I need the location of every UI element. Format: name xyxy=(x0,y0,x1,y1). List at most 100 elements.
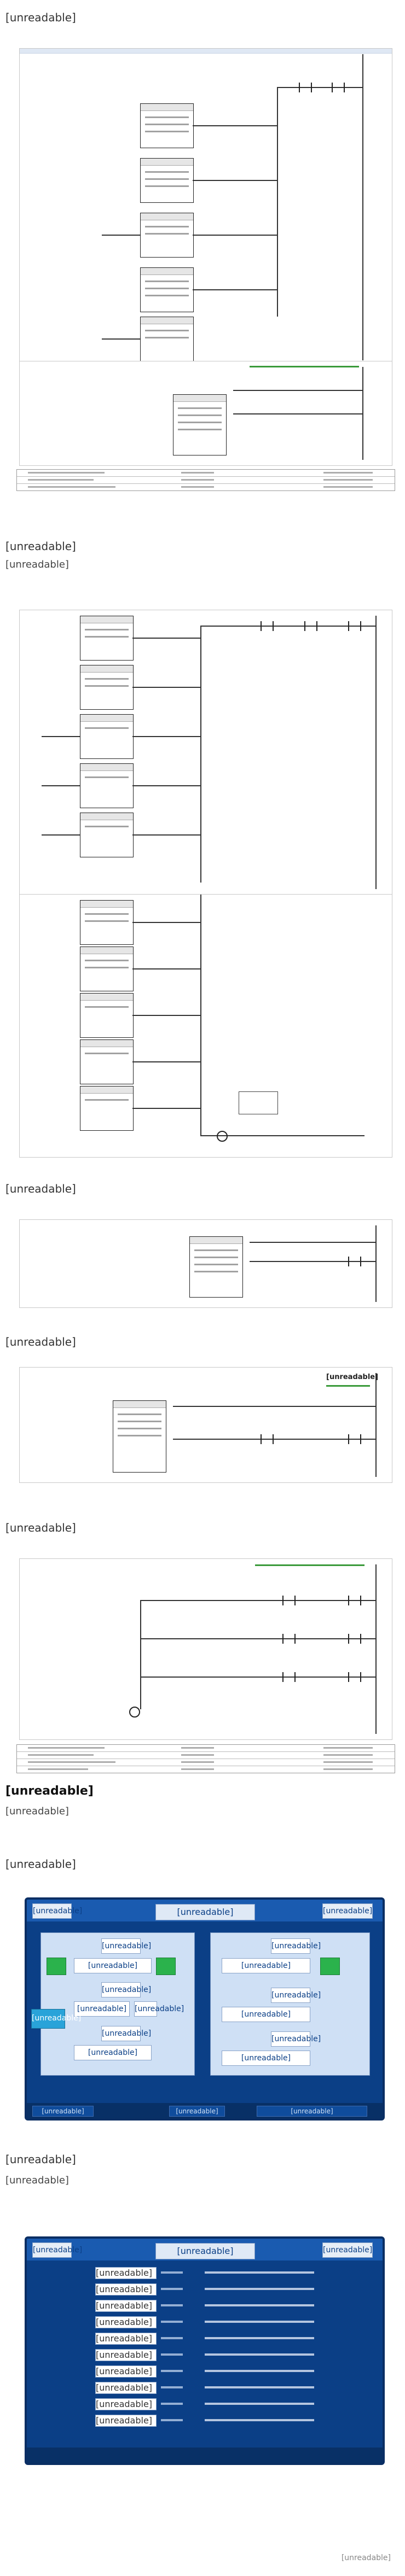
hmi-status-cell: [unreadable] xyxy=(32,2106,94,2117)
param-value[interactable]: [unreadable] xyxy=(95,2333,157,2345)
coil-symbol xyxy=(129,1707,140,1718)
hmi-label: [unreadable] xyxy=(271,1938,321,1954)
hmi-nav-button-right[interactable]: [unreadable] xyxy=(322,2242,373,2258)
hmi-blue-button[interactable]: [unreadable] xyxy=(31,2009,81,2029)
ladder-wire xyxy=(140,1600,141,1709)
ladder-wire xyxy=(132,968,200,969)
hmi-value[interactable]: [unreadable] xyxy=(74,2045,152,2060)
contact-symbol xyxy=(261,1434,274,1444)
power-rail xyxy=(375,616,377,889)
ladder-wire xyxy=(140,1638,375,1639)
ladder-wire xyxy=(193,125,277,126)
hmi-value[interactable]: [unreadable] xyxy=(222,1958,310,1973)
network-comment xyxy=(326,1385,370,1387)
ladder-diagram-select-process xyxy=(19,48,392,366)
ladder-wire xyxy=(200,626,375,627)
hmi-right-panel: [unreadable] [unreadable] [unreadable] [… xyxy=(210,1932,370,2076)
param-value[interactable]: [unreadable] xyxy=(95,2382,157,2394)
contact-symbol xyxy=(304,621,317,631)
param-value[interactable]: [unreadable] xyxy=(95,2300,157,2312)
param-value[interactable]: [unreadable] xyxy=(95,2267,157,2279)
hmi-nav-button-right[interactable]: [unreadable] xyxy=(322,1903,373,1919)
param-value[interactable]: [unreadable] xyxy=(95,2349,157,2361)
move-block xyxy=(80,900,134,945)
ladder-wire xyxy=(200,1135,364,1136)
param-row: [unreadable] xyxy=(40,2348,369,2361)
param-value[interactable]: [unreadable] xyxy=(95,2316,157,2328)
move-block xyxy=(173,394,227,455)
contact-symbol xyxy=(282,1596,296,1605)
hmi-value[interactable]: [unreadable] xyxy=(222,2007,310,2022)
param-label xyxy=(205,2271,314,2274)
hmi-left-panel: [unreadable] [unreadable] [unreadable] [… xyxy=(40,1932,195,2076)
contact-symbol xyxy=(261,621,274,631)
hmi-value[interactable]: [unreadable] xyxy=(74,2001,130,2017)
contact-symbol xyxy=(348,1257,361,1266)
ladder-wire xyxy=(102,235,140,236)
watermark: [unreadable] xyxy=(341,2554,391,2562)
hmi-auto-screen: [unreadable] [unreadable] [unreadable] [… xyxy=(25,1897,385,2121)
contact-symbol xyxy=(348,1434,361,1444)
ladder-wire xyxy=(277,87,278,317)
move-block xyxy=(80,947,134,991)
ladder-wire xyxy=(132,834,200,836)
move-block xyxy=(80,665,134,710)
ladder-wire xyxy=(250,1242,375,1243)
heading-auto-screen: [unreadable] xyxy=(5,1857,76,1871)
hmi-green-button[interactable] xyxy=(320,1958,340,1975)
param-value[interactable]: [unreadable] xyxy=(95,2415,157,2427)
ladder-diagram-return-origin: [unreadable] xyxy=(19,1367,392,1483)
ladder-wire xyxy=(132,1061,200,1062)
hmi-green-button[interactable] xyxy=(156,1958,176,1975)
contact-symbol xyxy=(348,1672,361,1682)
hmi-label: [unreadable] xyxy=(101,1982,151,1997)
hmi-value[interactable]: [unreadable] xyxy=(222,2051,310,2066)
ladder-wire xyxy=(102,338,140,340)
param-note: [unreadable] xyxy=(5,2175,69,2186)
hmi-screen-title: [unreadable] xyxy=(155,2243,255,2259)
ladder-wire xyxy=(233,390,362,391)
power-rail xyxy=(362,54,363,360)
hmi-status-cell: [unreadable] xyxy=(169,2106,225,2117)
ladder-title-bar xyxy=(20,49,392,54)
ladder-wire xyxy=(193,289,277,290)
hmi-value[interactable]: [unreadable] xyxy=(74,1958,152,1973)
heading-return-to-origin: [unreadable] xyxy=(5,1335,76,1348)
heading-discharge: [unreadable] xyxy=(5,540,76,553)
hmi-note: [unreadable] xyxy=(5,1806,69,1817)
power-rail xyxy=(375,1373,377,1477)
coil-symbol xyxy=(217,1131,228,1142)
move-block xyxy=(80,1086,134,1131)
heading-check-needle: [unreadable] xyxy=(5,1521,76,1534)
heading-section-four: [unreadable] xyxy=(5,1784,94,1798)
ladder-diagram-check-needle xyxy=(19,1558,392,1740)
param-row: [unreadable] xyxy=(40,2299,369,2312)
ladder-wire xyxy=(200,626,201,883)
ladder-wire xyxy=(42,785,80,786)
ladder-wire xyxy=(140,1677,375,1678)
ladder-wire xyxy=(132,922,200,923)
ladder-wire xyxy=(42,834,80,836)
ladder-wire xyxy=(132,638,200,639)
param-row: [unreadable] xyxy=(40,2332,369,2345)
hmi-nav-button-left[interactable]: [unreadable] xyxy=(32,2242,82,2258)
param-value[interactable]: [unreadable] xyxy=(95,2365,157,2378)
param-row: [unreadable] xyxy=(40,2315,369,2328)
ladder-diagram-discharge-cont xyxy=(19,894,392,1158)
ladder-wire xyxy=(132,1015,200,1016)
move-block xyxy=(80,993,134,1038)
param-value[interactable]: [unreadable] xyxy=(95,2283,157,2295)
hmi-label: [unreadable] xyxy=(271,2031,321,2047)
hmi-nav-button-left[interactable]: [unreadable] xyxy=(32,1903,82,1919)
contact-symbol xyxy=(299,83,312,92)
param-row: [unreadable] xyxy=(40,2397,369,2410)
param-value[interactable]: [unreadable] xyxy=(95,2398,157,2410)
param-row: [unreadable] xyxy=(40,2282,369,2295)
hmi-green-button[interactable] xyxy=(47,1958,66,1975)
hmi-param-screen: [unreadable] [unreadable] [unreadable] [… xyxy=(25,2236,385,2465)
power-rail xyxy=(375,1225,377,1302)
move-block xyxy=(140,103,194,148)
hmi-status-bar xyxy=(27,2448,383,2463)
network-label: [unreadable] xyxy=(326,1373,379,1381)
move-block xyxy=(80,616,134,661)
